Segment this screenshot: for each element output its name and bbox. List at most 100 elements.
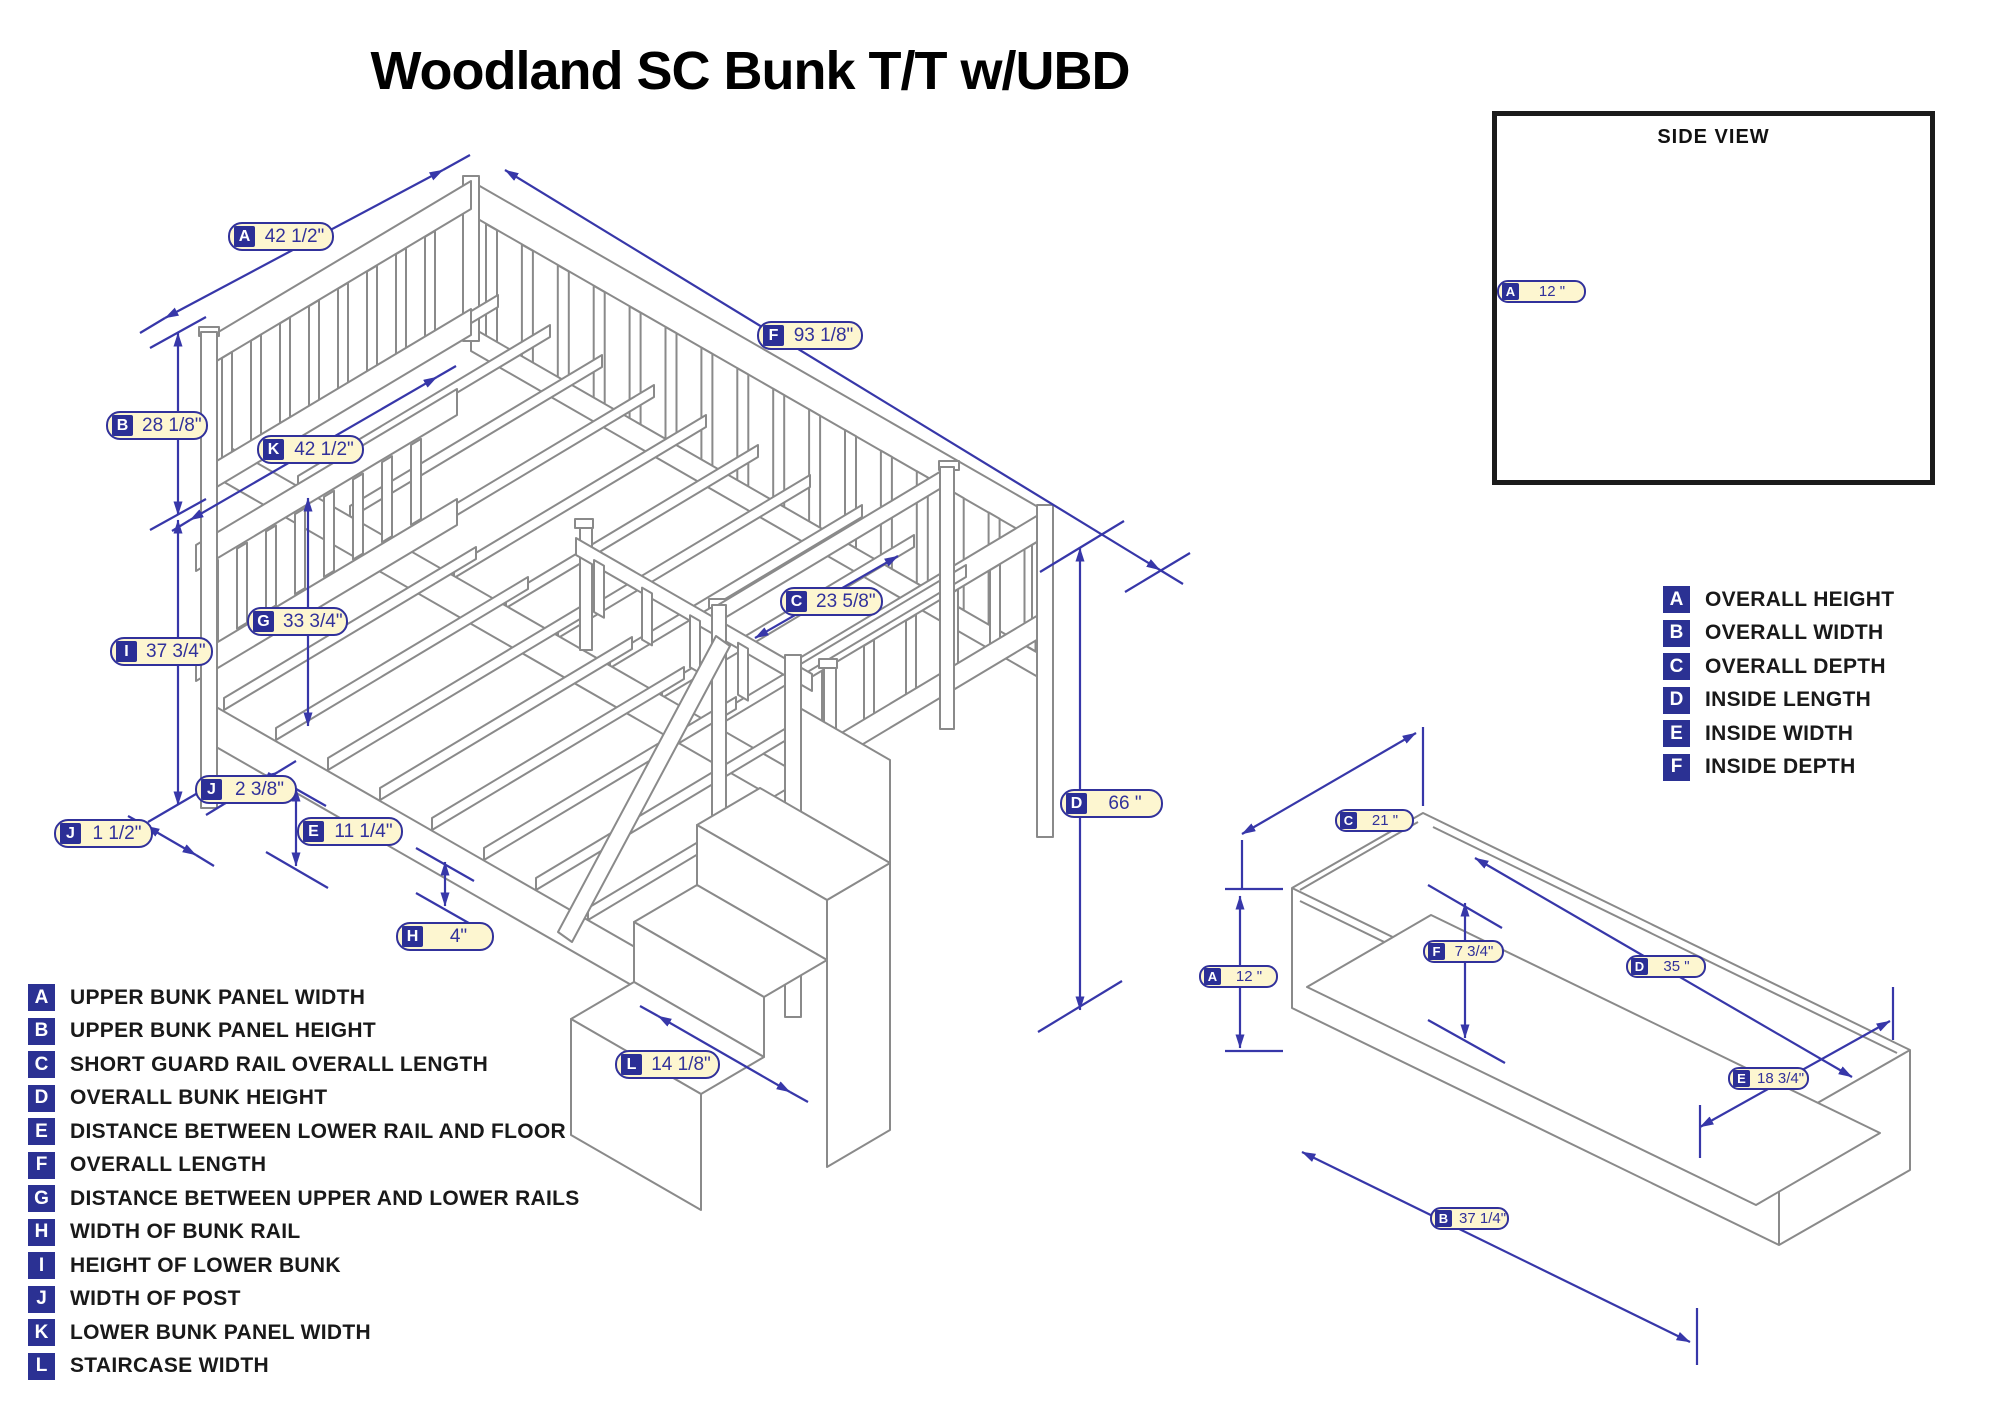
legend-label: STAIRCASE WIDTH — [70, 1354, 269, 1378]
bunk-dimension-label-E: E 11 1/4" — [297, 817, 403, 846]
dimension-letter-badge: A — [234, 226, 255, 247]
legend-label: DISTANCE BETWEEN LOWER RAIL AND FLOOR — [70, 1119, 567, 1143]
legend-letter-badge: F — [1663, 753, 1690, 781]
legend-letter-badge: K — [28, 1319, 55, 1347]
legend-letter-badge: A — [28, 984, 55, 1012]
dimension-value: 14 1/8" — [651, 1054, 711, 1075]
dimension-value: 28 1/8" — [142, 415, 202, 436]
legend-label: LOWER BUNK PANEL WIDTH — [70, 1320, 371, 1344]
sideview-dimension-label-A: A 12 " — [1497, 280, 1586, 303]
legend-label: UPPER BUNK PANEL WIDTH — [70, 985, 366, 1009]
dimension-letter-badge: B — [1435, 1210, 1452, 1227]
page-title: Woodland SC Bunk T/T w/UBD — [370, 41, 1131, 101]
legend-letter-badge: I — [28, 1252, 55, 1280]
dimension-value: 1 1/2" — [92, 823, 142, 844]
legend-letter-badge: B — [1663, 619, 1690, 647]
side-view-title: SIDE VIEW — [1657, 126, 1770, 148]
legend-label: OVERALL HEIGHT — [1705, 587, 1895, 611]
dimension-letter-badge: K — [263, 439, 284, 460]
dimension-letter-badge: D — [1631, 958, 1648, 975]
bunk-dimension-label-C: C 23 5/8" — [780, 587, 883, 616]
legend-letter-badge: E — [28, 1118, 55, 1146]
dimension-value: 4" — [449, 926, 468, 947]
dimension-letter-badge: A — [1204, 968, 1221, 985]
dimension-value: 23 5/8" — [816, 591, 876, 612]
dimension-letter-badge: D — [1066, 793, 1087, 814]
dimension-letter-badge: A — [1502, 283, 1519, 300]
legend-letter-badge: G — [28, 1185, 55, 1213]
dimension-value: 12 " — [1538, 283, 1566, 300]
legend-letter-badge: L — [28, 1352, 55, 1380]
drawer-legend-item-E: E INSIDE WIDTH — [1663, 717, 1894, 751]
dimension-value: 11 1/4" — [334, 821, 393, 842]
dimension-value: 18 3/4" — [1757, 1070, 1805, 1087]
bunk-dimension-label-H: H 4" — [396, 922, 494, 951]
bunk-legend-item-E: E DISTANCE BETWEEN LOWER RAIL AND FLOOR — [28, 1115, 580, 1149]
dimension-letter-badge: B — [112, 415, 133, 436]
legend-label: INSIDE WIDTH — [1705, 721, 1854, 745]
drawer-legend-item-C: C OVERALL DEPTH — [1663, 650, 1894, 684]
drawer-dimension-label-B: B 37 1/4" — [1430, 1207, 1509, 1230]
bunk-dimension-label-B: B 28 1/8" — [106, 411, 208, 440]
legend-label: WIDTH OF BUNK RAIL — [70, 1220, 301, 1244]
bunk-dimension-label-L: L 14 1/8" — [615, 1050, 720, 1079]
dimension-letter-badge: C — [786, 591, 807, 612]
side-view-inset-box — [1492, 111, 1935, 485]
legend-label: WIDTH OF POST — [70, 1287, 241, 1311]
drawer-legend-item-A: A OVERALL HEIGHT — [1663, 583, 1894, 617]
legend-label: UPPER BUNK PANEL HEIGHT — [70, 1019, 376, 1043]
legend-letter-badge: C — [1663, 653, 1690, 681]
bunk-dimension-label-D: D 66 " — [1060, 789, 1163, 818]
legend-label: DISTANCE BETWEEN UPPER AND LOWER RAILS — [70, 1186, 580, 1210]
dimension-letter-badge: H — [402, 926, 423, 947]
drawer-legend-item-D: D INSIDE LENGTH — [1663, 684, 1894, 718]
legend-label: INSIDE LENGTH — [1705, 688, 1872, 712]
bunk-legend-item-H: H WIDTH OF BUNK RAIL — [28, 1216, 580, 1250]
dimension-letter-badge: F — [763, 325, 784, 346]
legend-label: OVERALL DEPTH — [1705, 654, 1886, 678]
bunk-legend-item-K: K LOWER BUNK PANEL WIDTH — [28, 1316, 580, 1350]
legend-letter-badge: E — [1663, 720, 1690, 748]
bunk-legend-item-A: A UPPER BUNK PANEL WIDTH — [28, 981, 580, 1015]
legend-label: HEIGHT OF LOWER BUNK — [70, 1253, 341, 1277]
legend-letter-badge: D — [28, 1084, 55, 1112]
dimension-value: 12 " — [1235, 968, 1263, 985]
legend-letter-badge: D — [1663, 686, 1690, 714]
bunk-legend-item-L: L STAIRCASE WIDTH — [28, 1350, 580, 1384]
dimension-value: 37 1/4" — [1459, 1210, 1507, 1227]
bunk-legend-item-G: G DISTANCE BETWEEN UPPER AND LOWER RAILS — [28, 1182, 580, 1216]
dimension-value: 2 3/8" — [234, 779, 284, 800]
drawer-dimension-label-C: C 21 " — [1335, 809, 1414, 832]
dimension-value: 37 3/4" — [146, 641, 206, 662]
bunk-dimension-label-G: G 33 3/4" — [247, 607, 348, 636]
dimension-letter-badge: L — [621, 1054, 642, 1075]
legend-letter-badge: J — [28, 1285, 55, 1313]
legend-letter-badge: H — [28, 1218, 55, 1246]
dimension-letter-badge: F — [1428, 943, 1445, 960]
dimension-value: 33 3/4" — [283, 611, 343, 632]
bunk-legend-item-J: J WIDTH OF POST — [28, 1283, 580, 1317]
legend-letter-badge: A — [1663, 586, 1690, 614]
drawer-dimension-label-F: F 7 3/4" — [1423, 940, 1504, 963]
dimension-letter-badge: E — [303, 821, 324, 842]
bunk-legend-item-I: I HEIGHT OF LOWER BUNK — [28, 1249, 580, 1283]
dimension-letter-badge: G — [253, 611, 274, 632]
dimension-value: 7 3/4" — [1454, 943, 1494, 960]
dimension-value: 21 " — [1371, 812, 1399, 829]
dimension-value: 66 " — [1108, 793, 1142, 814]
dimension-letter-badge: C — [1340, 812, 1357, 829]
